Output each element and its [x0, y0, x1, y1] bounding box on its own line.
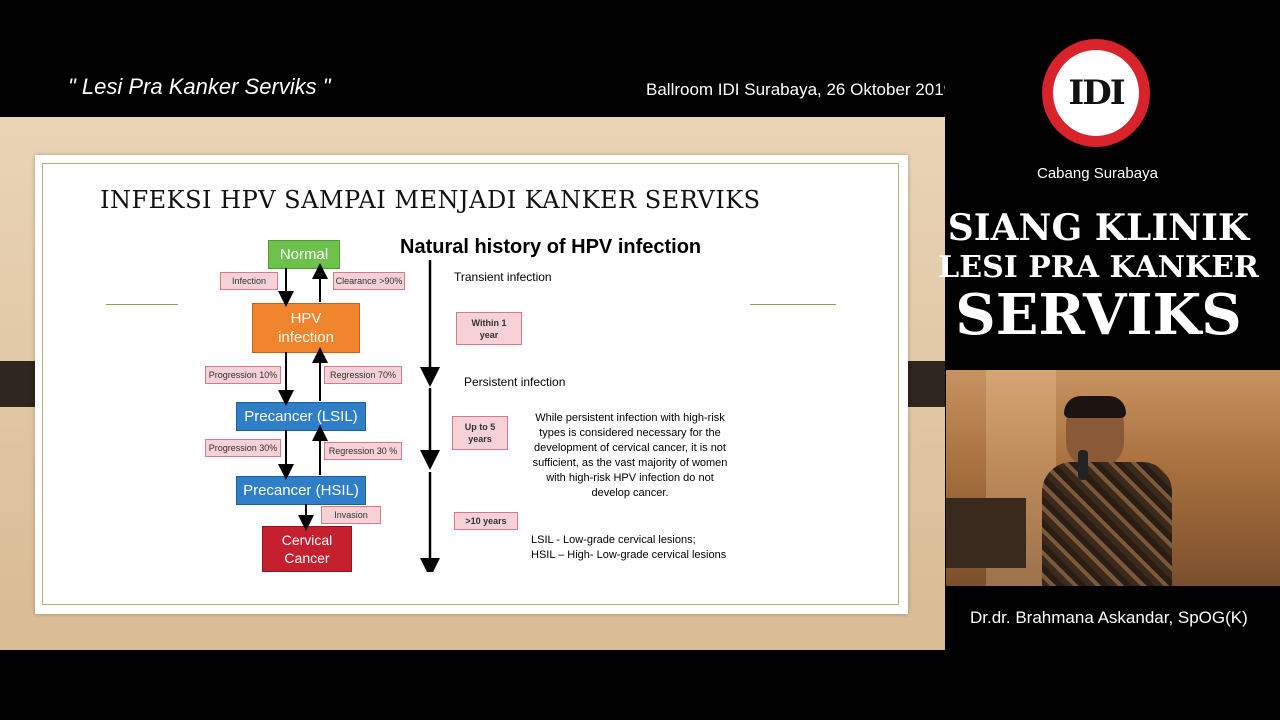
- note-line-3: development of cervical cancer, it is no…: [534, 442, 726, 454]
- slide-rule-right: [750, 304, 836, 305]
- label-regression-70: Regression 70%: [324, 366, 402, 384]
- venue-date: Ballroom IDI Surabaya, 26 Oktober 2019: [646, 80, 954, 99]
- speaker-hair: [1064, 396, 1126, 418]
- stage-normal: Normal: [268, 240, 340, 269]
- lecture-title: " Lesi Pra Kanker Serviks ": [68, 74, 331, 99]
- idi-logo-text: IDI: [1068, 73, 1125, 113]
- note-line-6: develop cancer.: [591, 487, 669, 499]
- stage-precancer-lsil: Precancer (LSIL): [236, 402, 366, 431]
- phase-persistent: Persistent infection: [464, 375, 566, 389]
- microphone: [1078, 450, 1088, 480]
- stage-cervical-cancer: Cervical Cancer: [262, 526, 352, 572]
- stage-hpv-infection: HPV infection: [252, 303, 360, 353]
- phase-transient: Transient infection: [454, 270, 552, 284]
- duration-within-1-year: Within 1 year: [456, 312, 522, 345]
- note-line-1: While persistent infection with high-ris…: [535, 412, 725, 424]
- event-title-line3: SERVIKS: [955, 282, 1242, 348]
- branch-label: Cabang Surabaya: [1037, 165, 1158, 182]
- note-line-5: with high-risk HPV infection do not: [546, 472, 714, 484]
- label-clearance: Clearance >90%: [333, 272, 405, 290]
- duration-upto5-l2: years: [468, 434, 492, 444]
- slide-title: INFEKSI HPV SAMPAI MENJADI KANKER SERVIK…: [100, 186, 761, 214]
- duration-within-l1: Within 1: [471, 317, 507, 328]
- label-progression-10: Progression 10%: [205, 366, 281, 384]
- event-title-line1: SIANG KLINIK: [947, 207, 1250, 249]
- label-infection: Infection: [220, 272, 278, 290]
- note-line-2: types is considered necessary for the: [539, 427, 721, 439]
- figure-heading: Natural history of HPV infection: [400, 236, 702, 258]
- speaker-batik-shirt: [1042, 462, 1172, 586]
- flow-arrows: [278, 260, 440, 572]
- slide-rule-left: [106, 304, 180, 305]
- hpv-natural-history-figure: Natural history of HPV infection Normal …: [178, 236, 748, 572]
- duration-upto5-l1: Up to 5: [464, 422, 496, 432]
- stage-hpv-line1: HPV: [290, 310, 322, 327]
- note-line-4: sufficient, as the vast majority of wome…: [532, 457, 728, 469]
- speaker-video: [946, 370, 1280, 586]
- stage-hpv-line2: infection: [278, 329, 334, 346]
- idi-logo-inner: IDI: [1053, 50, 1139, 136]
- event-title-line2: LESI PRA KANKER: [938, 250, 1259, 285]
- duration-within-l2: year: [479, 329, 499, 340]
- podium: [946, 498, 1026, 568]
- speaker-name: Dr.dr. Brahmana Askandar, SpOG(K): [970, 608, 1248, 627]
- label-progression-30: Progression 30%: [205, 439, 281, 457]
- label-invasion: Invasion: [321, 506, 381, 524]
- stage-precancer-hsil: Precancer (HSIL): [236, 476, 366, 505]
- legend-hsil: HSIL – High- Low-grade cervical lesions: [531, 549, 727, 561]
- duration-over-10-years: >10 years: [454, 512, 518, 530]
- stage-cancer-line2: Cancer: [284, 550, 330, 566]
- slide-frame: [42, 163, 899, 605]
- legend-lsil: LSIL - Low-grade cervical lesions;: [531, 534, 696, 546]
- duration-up-to-5-years: Up to 5 years: [452, 416, 508, 450]
- stage-cancer-line1: Cervical: [281, 532, 333, 548]
- label-regression-30: Regression 30 %: [324, 442, 402, 460]
- persistence-note: While persistent infection with high-ris…: [514, 411, 746, 501]
